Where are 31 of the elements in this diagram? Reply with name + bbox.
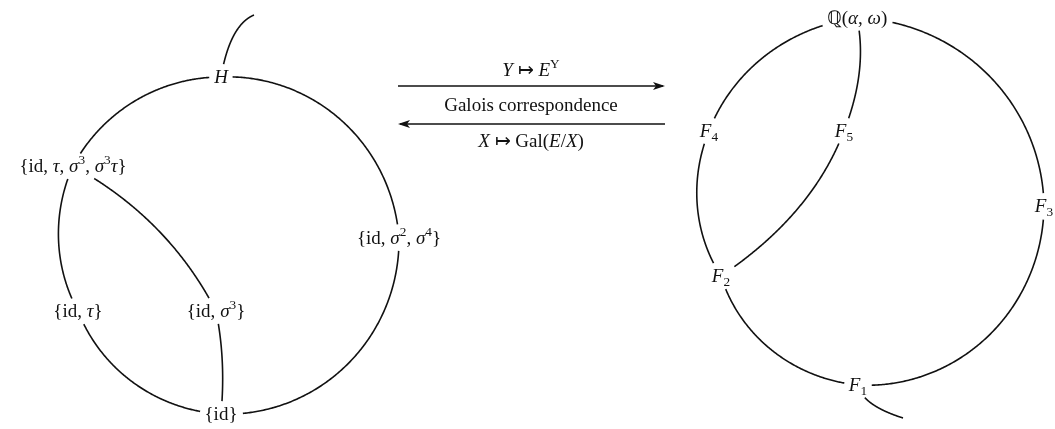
map-label: X ↦ Gal(E/X) xyxy=(478,130,584,152)
lattice-label: F$_{2}$ xyxy=(711,264,731,286)
lattice-line xyxy=(733,142,840,268)
map-label: Galois correspondence xyxy=(444,94,618,116)
lattice-line xyxy=(242,250,400,415)
lattice-line xyxy=(83,323,201,413)
lattice-line xyxy=(217,323,224,402)
lattice-label: {id, σ$^{2}$, σ$^{4}$} xyxy=(356,226,442,248)
lattice-label: F$_{4}$ xyxy=(699,119,719,141)
lattice-label: F$_{1}$ xyxy=(848,373,868,395)
lattice-line xyxy=(891,21,1045,194)
lattice-label: {id, τ, σ$^{3}$, σ$^{3}$τ} xyxy=(19,154,127,176)
lattice-line xyxy=(93,177,210,299)
lattice-line xyxy=(847,29,862,120)
lattice-line xyxy=(57,178,73,300)
lattice-label: ℚ(α, ω) xyxy=(826,6,888,28)
lattice-line xyxy=(870,218,1045,386)
lattice-label: F$_{3}$ xyxy=(1034,194,1054,216)
lattice-line xyxy=(864,396,904,419)
lattice-label: {id, τ} xyxy=(53,299,103,321)
lattice-line xyxy=(713,24,824,120)
lattice-label: H xyxy=(214,65,228,87)
lattice-label: {id} xyxy=(204,402,238,424)
lattice-line xyxy=(79,76,211,155)
map-label: Y ↦ E$^{Y}$ xyxy=(502,59,560,81)
lattice-label: {id, σ$^{3}$} xyxy=(186,299,246,321)
lattice-line xyxy=(231,76,399,226)
lattice-label: F$_{5}$ xyxy=(834,119,854,141)
lattice-line xyxy=(724,288,846,384)
lattice-line xyxy=(695,143,715,264)
lattice-line xyxy=(222,14,255,65)
